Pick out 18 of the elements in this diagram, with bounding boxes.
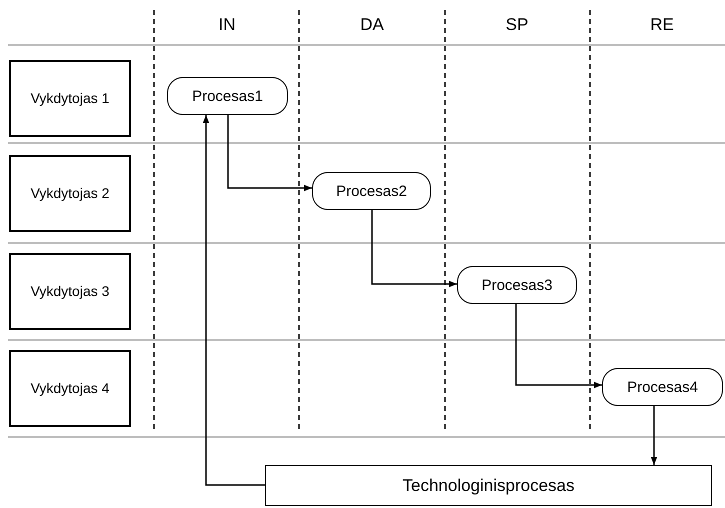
actor-box: Vykdytojas 4 — [9, 350, 131, 427]
column-header: RE — [650, 15, 674, 35]
process-box: Procesas1 — [167, 77, 288, 115]
process-box: Procesas2 — [312, 172, 431, 210]
arrow — [227, 115, 312, 192]
arrow — [650, 406, 658, 465]
arrow — [515, 304, 602, 388]
process-box: Technologinisprocesas — [265, 465, 712, 506]
arrow — [371, 210, 457, 288]
column-header: DA — [360, 15, 384, 35]
actor-box: Vykdytojas 2 — [9, 155, 131, 232]
column-header: SP — [506, 15, 528, 35]
column-header: IN — [218, 15, 236, 35]
process-box: Procesas3 — [457, 266, 577, 304]
arrow — [202, 115, 265, 486]
actor-box: Vykdytojas 1 — [9, 60, 131, 137]
process-box: Procesas4 — [602, 368, 723, 406]
actor-box: Vykdytojas 3 — [9, 253, 131, 330]
